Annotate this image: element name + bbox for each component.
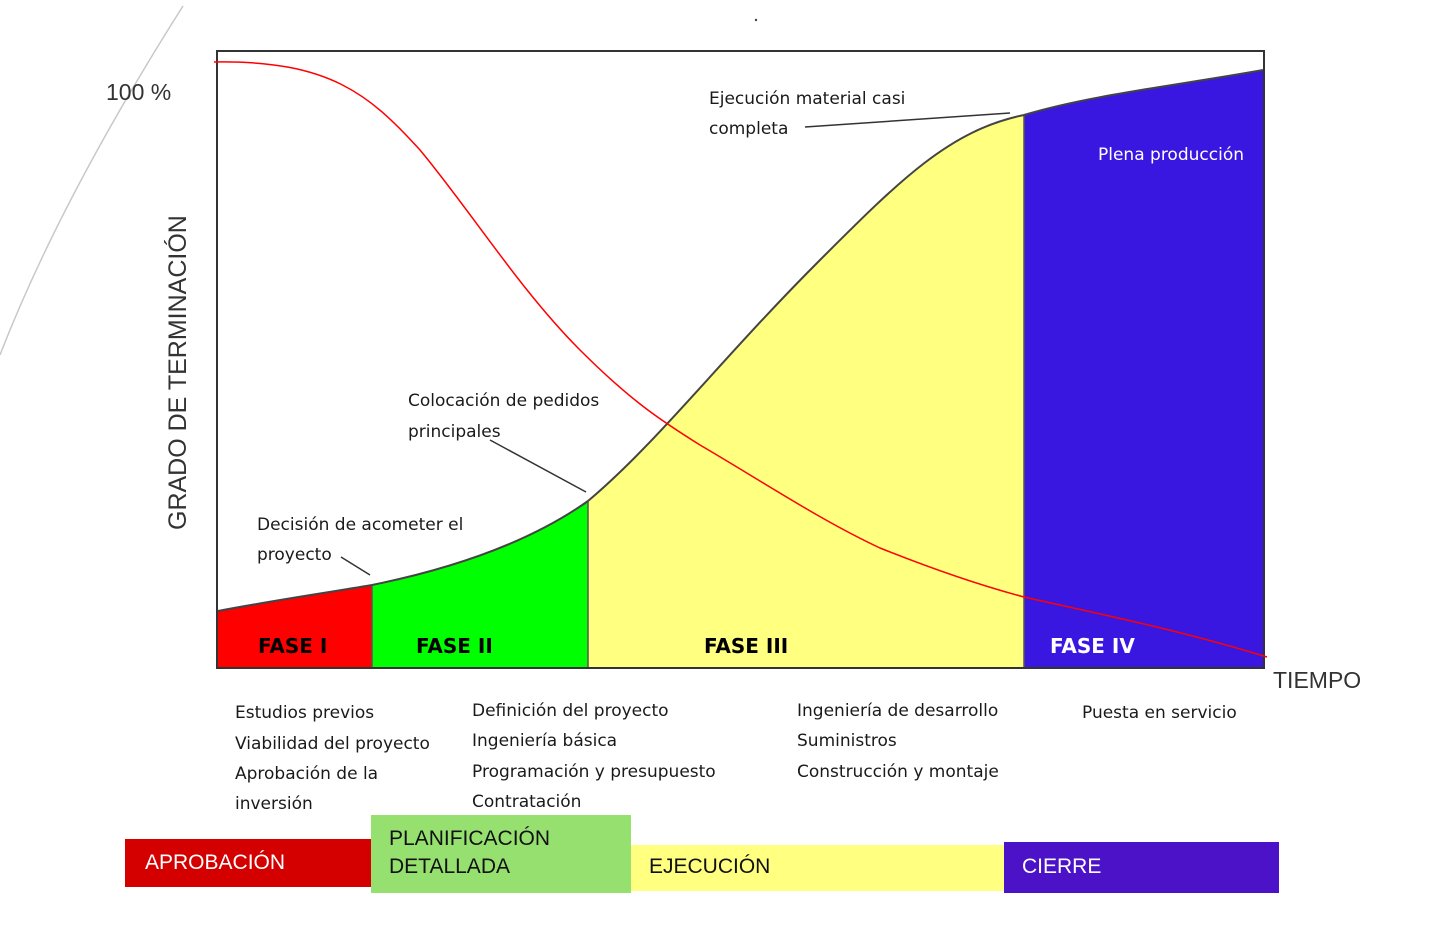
plot-frame: [216, 50, 1265, 669]
phase-4-area: [1024, 70, 1263, 667]
annotation-pedidos-line-2: principales: [408, 422, 501, 442]
phase-3-area: [588, 115, 1024, 667]
annotation-pedidos-pointer: [489, 439, 587, 493]
annotation-decision-line-1: Decisión de acometer el: [257, 515, 463, 535]
activity-3-line-1: Ingeniería de desarrollo: [797, 701, 998, 721]
stage-bar-planificacion-label-2: DETALLADA: [389, 855, 510, 878]
activity-2-line-4: Contratación: [472, 792, 581, 812]
phase-3-label: FASE III: [704, 634, 788, 658]
activity-4-line-1: Puesta en servicio: [1082, 703, 1237, 723]
completion-s-curve: [217, 69, 1264, 612]
phase-2-area: [372, 501, 588, 667]
stage-bar-planificacion: PLANIFICACIÓN DETALLADA: [371, 815, 631, 893]
phase-1-area: [218, 585, 372, 667]
annotation-pedidos-line-1: Colocación de pedidos: [408, 391, 599, 411]
activity-2-line-2: Ingeniería básica: [472, 731, 617, 751]
stage-bar-cierre: CIERRE: [1004, 842, 1279, 893]
activity-2-line-3: Programación y presupuesto: [472, 762, 716, 782]
annotation-produccion: Plena producción: [1098, 145, 1244, 165]
decorative-dot: [754, 18, 758, 22]
stage-bar-cierre-label: CIERRE: [1022, 855, 1102, 878]
stage-bar-ejecucion: EJECUCIÓN: [631, 845, 1004, 891]
decorative-arc: [0, 5, 184, 356]
phase-4-label: FASE IV: [1050, 634, 1135, 658]
stage-bar-ejecucion-label: EJECUCIÓN: [649, 855, 771, 878]
activity-2-line-1: Definición del proyecto: [472, 701, 669, 721]
phase-1-label: FASE I: [258, 634, 327, 658]
activity-3-line-2: Suministros: [797, 731, 897, 751]
y-max-label: 100 %: [106, 79, 171, 105]
activity-3-line-3: Construcción y montaje: [797, 762, 999, 782]
annotation-ejecucion-line-1: Ejecución material casi: [709, 89, 905, 109]
annotation-decision-pointer: [340, 556, 371, 576]
stage-bar-planificacion-label-1: PLANIFICACIÓN: [389, 827, 551, 850]
activity-1-line-2: Viabilidad del proyecto: [235, 734, 430, 754]
annotation-ejecucion-line-2: completa: [709, 119, 788, 139]
declining-red-curve: [213, 61, 1268, 658]
annotation-decision-line-2: proyecto: [257, 545, 332, 565]
y-axis-label: GRADO DE TERMINACIÓN: [163, 215, 192, 530]
phase-2-label: FASE II: [416, 634, 493, 658]
activity-1-line-1: Estudios previos: [235, 703, 374, 723]
activity-1-line-4: inversión: [235, 794, 313, 814]
stage-bar-aprobacion-label: APROBACIÓN: [145, 851, 286, 874]
annotation-ejecucion-pointer: [804, 112, 1011, 128]
activity-1-line-3: Aprobación de la: [235, 764, 378, 784]
stage-bar-aprobacion: APROBACIÓN: [125, 839, 371, 887]
x-axis-label: TIEMPO: [1273, 667, 1361, 693]
